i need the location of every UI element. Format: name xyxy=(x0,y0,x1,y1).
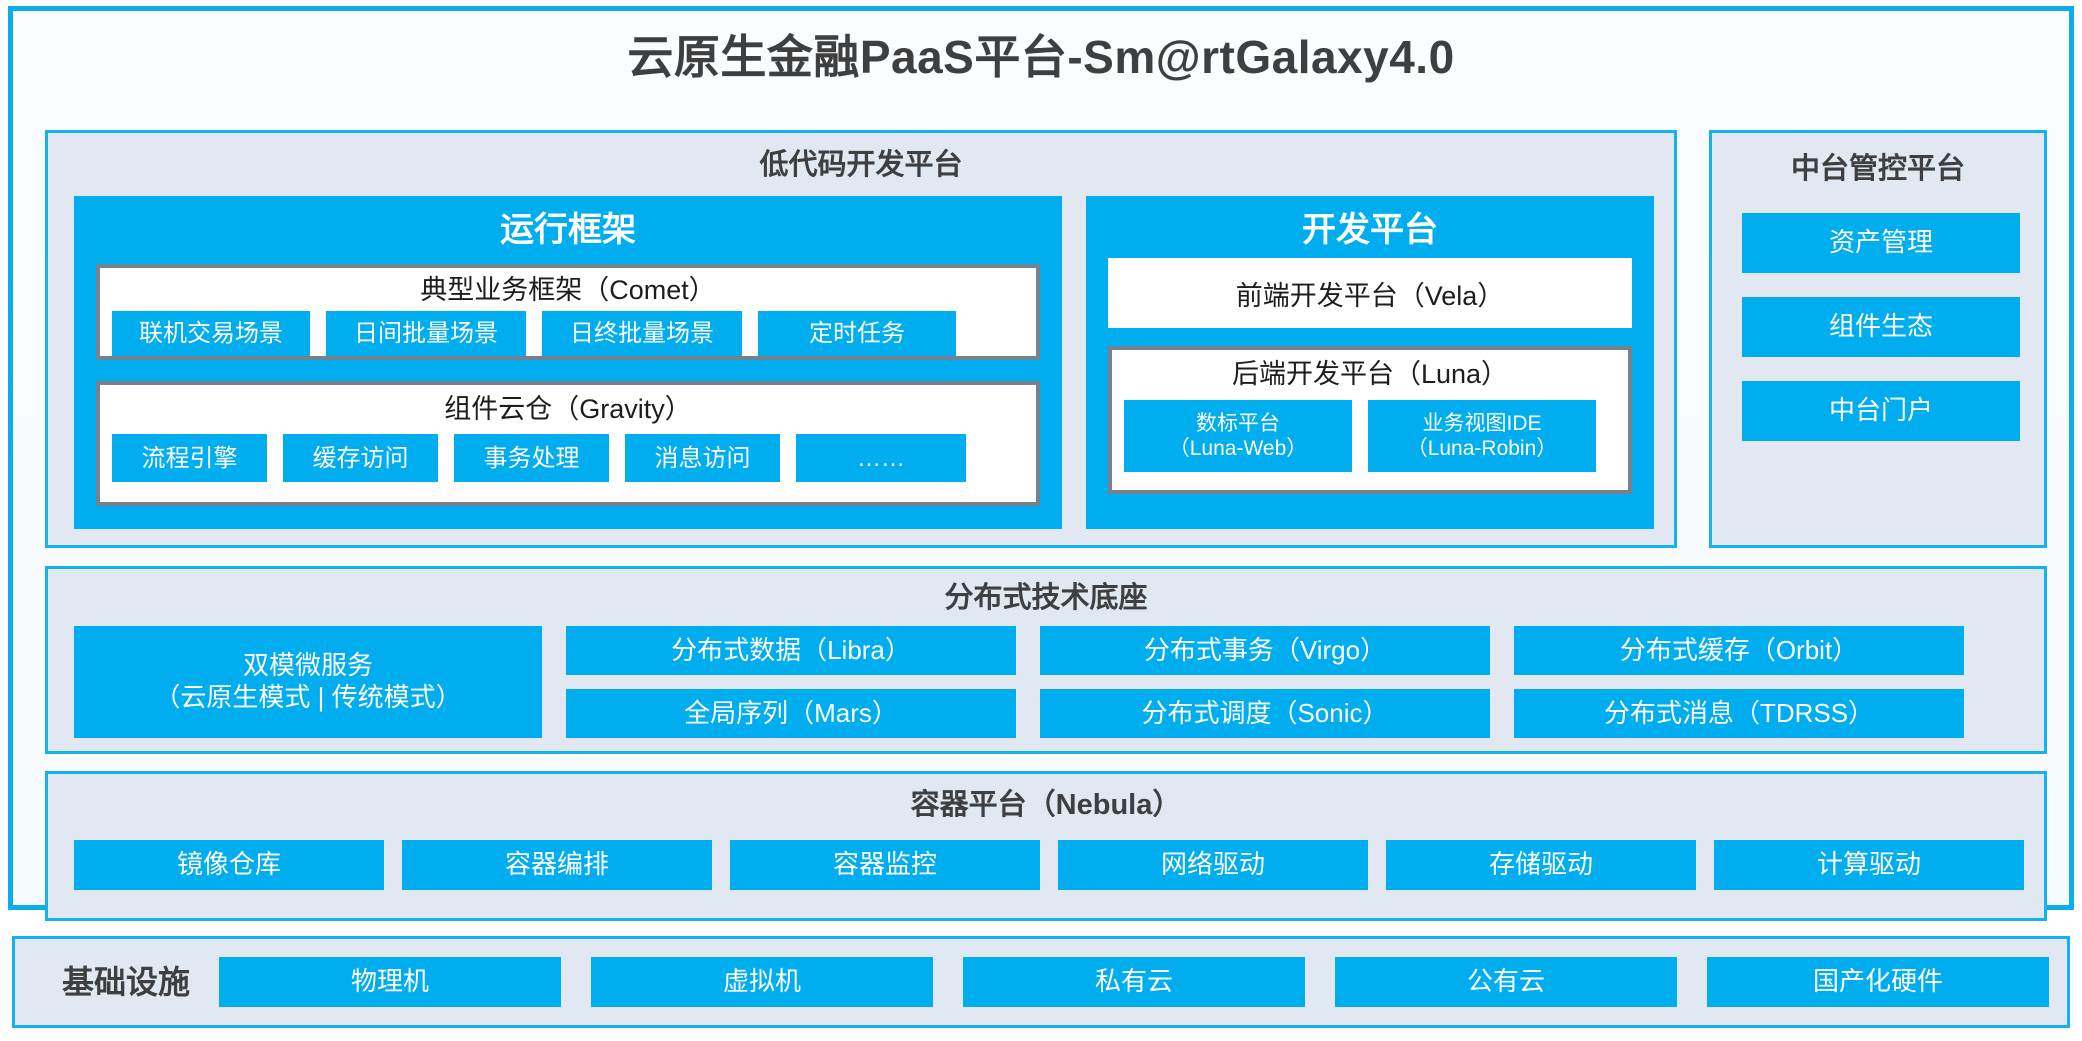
section-infrastructure: 基础设施 物理机 虚拟机 私有云 公有云 国产化硬件 xyxy=(12,936,2070,1028)
subbox-gravity: 组件云仓（Gravity） 流程引擎 缓存访问 事务处理 消息访问 …… xyxy=(96,381,1040,506)
luna-title: 后端开发平台（Luna） xyxy=(1231,359,1509,389)
subbox-comet: 典型业务框架（Comet） 联机交易场景 日间批量场景 日终批量场景 定时任务 xyxy=(96,264,1040,360)
comet-item-eod-batch[interactable]: 日终批量场景 xyxy=(542,311,742,357)
comet-item-online-trade[interactable]: 联机交易场景 xyxy=(112,311,310,357)
section-title-lowcode: 低代码开发平台 xyxy=(759,149,963,181)
subbox-frontend-vela[interactable]: 前端开发平台（Vela） xyxy=(1108,258,1632,328)
mid-platform-item-portal[interactable]: 中台门户 xyxy=(1742,381,2020,441)
section-mid-platform: 中台管控平台 资产管理 组件生态 中台门户 xyxy=(1709,130,2047,548)
comet-item-scheduled-task[interactable]: 定时任务 xyxy=(758,311,956,357)
luna-item-luna-web[interactable]: 数标平台 （Luna-Web） xyxy=(1124,400,1352,473)
infrastructure-item-physical-machine[interactable]: 物理机 xyxy=(219,957,561,1007)
container-item-orchestration[interactable]: 容器编排 xyxy=(402,840,712,890)
infrastructure-label: 基础设施 xyxy=(61,963,190,1000)
page-title: 云原生金融PaaS平台-Sm@rtGalaxy4.0 xyxy=(627,31,1455,83)
platform-frame: 云原生金融PaaS平台-Sm@rtGalaxy4.0 低代码开发平台 运行框架 … xyxy=(8,6,2074,921)
container-item-monitoring[interactable]: 容器监控 xyxy=(730,840,1040,890)
comet-title: 典型业务框架（Comet） xyxy=(420,275,716,305)
section-container-platform: 容器平台（Nebula） 镜像仓库 容器编排 容器监控 网络驱动 存储驱动 计算… xyxy=(45,771,2047,921)
container-item-storage-driver[interactable]: 存储驱动 xyxy=(1386,840,1696,890)
tech-base-item-distributed-transaction[interactable]: 分布式事务（Virgo） xyxy=(1040,626,1490,675)
mid-platform-items: 资产管理 组件生态 中台门户 xyxy=(1742,213,2020,441)
infrastructure-item-private-cloud[interactable]: 私有云 xyxy=(963,957,1305,1007)
gravity-items: 流程引擎 缓存访问 事务处理 消息访问 …… xyxy=(100,434,1036,483)
luna-items: 数标平台 （Luna-Web） 业务视图IDE （Luna-Robin） xyxy=(1112,400,1628,473)
gravity-item-transaction[interactable]: 事务处理 xyxy=(454,434,609,483)
gravity-item-process-engine[interactable]: 流程引擎 xyxy=(112,434,267,483)
gravity-item-ellipsis[interactable]: …… xyxy=(796,434,966,483)
block-dev-platform: 开发平台 前端开发平台（Vela） 后端开发平台（Luna） 数标平台 （Lun… xyxy=(1086,196,1654,529)
gravity-title: 组件云仓（Gravity） xyxy=(444,394,692,424)
section-tech-base: 分布式技术底座 双模微服务 （云原生模式 | 传统模式） 分布式数据（Libra… xyxy=(45,566,2047,754)
tech-base-column-2: 分布式事务（Virgo） 分布式调度（Sonic） xyxy=(1040,626,1490,738)
tech-base-content: 双模微服务 （云原生模式 | 传统模式） 分布式数据（Libra） 全局序列（M… xyxy=(74,626,2024,738)
infrastructure-item-public-cloud[interactable]: 公有云 xyxy=(1335,957,1677,1007)
lowcode-content: 运行框架 典型业务框架（Comet） 联机交易场景 日间批量场景 日终批量场景 … xyxy=(74,196,1654,529)
mid-platform-item-asset-management[interactable]: 资产管理 xyxy=(1742,213,2020,273)
gravity-item-message-access[interactable]: 消息访问 xyxy=(625,434,780,483)
container-item-image-repository[interactable]: 镜像仓库 xyxy=(74,840,384,890)
dev-platform-title: 开发平台 xyxy=(1302,211,1438,249)
luna-item-luna-robin[interactable]: 业务视图IDE （Luna-Robin） xyxy=(1368,400,1596,473)
tech-base-column-1: 分布式数据（Libra） 全局序列（Mars） xyxy=(566,626,1016,738)
tech-base-dual-mode-microservice[interactable]: 双模微服务 （云原生模式 | 传统模式） xyxy=(74,626,542,738)
container-item-network-driver[interactable]: 网络驱动 xyxy=(1058,840,1368,890)
runtime-framework-title: 运行框架 xyxy=(500,211,636,249)
container-item-compute-driver[interactable]: 计算驱动 xyxy=(1714,840,2024,890)
comet-items: 联机交易场景 日间批量场景 日终批量场景 定时任务 xyxy=(100,311,1036,357)
tech-base-column-3: 分布式缓存（Orbit） 分布式消息（TDRSS） xyxy=(1514,626,1964,738)
container-platform-items: 镜像仓库 容器编排 容器监控 网络驱动 存储驱动 计算驱动 xyxy=(74,840,2024,890)
row-lowcode-and-midplatform: 低代码开发平台 运行框架 典型业务框架（Comet） 联机交易场景 日间批量场景… xyxy=(45,130,2047,548)
tech-base-item-distributed-cache[interactable]: 分布式缓存（Orbit） xyxy=(1514,626,1964,675)
comet-item-intraday-batch[interactable]: 日间批量场景 xyxy=(326,311,526,357)
block-runtime-framework: 运行框架 典型业务框架（Comet） 联机交易场景 日间批量场景 日终批量场景 … xyxy=(74,196,1062,529)
tech-base-item-distributed-message[interactable]: 分布式消息（TDRSS） xyxy=(1514,689,1964,738)
tech-base-item-global-sequence[interactable]: 全局序列（Mars） xyxy=(566,689,1016,738)
tech-base-item-distributed-data[interactable]: 分布式数据（Libra） xyxy=(566,626,1016,675)
mid-platform-item-component-ecosystem[interactable]: 组件生态 xyxy=(1742,297,2020,357)
section-title-tech-base: 分布式技术底座 xyxy=(944,582,1148,614)
tech-base-item-distributed-scheduling[interactable]: 分布式调度（Sonic） xyxy=(1040,689,1490,738)
section-title-mid-platform: 中台管控平台 xyxy=(1790,153,1965,185)
infrastructure-items: 物理机 虚拟机 私有云 公有云 国产化硬件 xyxy=(219,957,2049,1007)
subbox-backend-luna: 后端开发平台（Luna） 数标平台 （Luna-Web） 业务视图IDE （Lu… xyxy=(1108,346,1632,494)
gravity-item-cache-access[interactable]: 缓存访问 xyxy=(283,434,438,483)
section-title-container-platform: 容器平台（Nebula） xyxy=(910,789,1182,821)
infrastructure-item-virtual-machine[interactable]: 虚拟机 xyxy=(591,957,933,1007)
section-lowcode-platform: 低代码开发平台 运行框架 典型业务框架（Comet） 联机交易场景 日间批量场景… xyxy=(45,130,1677,548)
infrastructure-item-domestic-hardware[interactable]: 国产化硬件 xyxy=(1707,957,2049,1007)
